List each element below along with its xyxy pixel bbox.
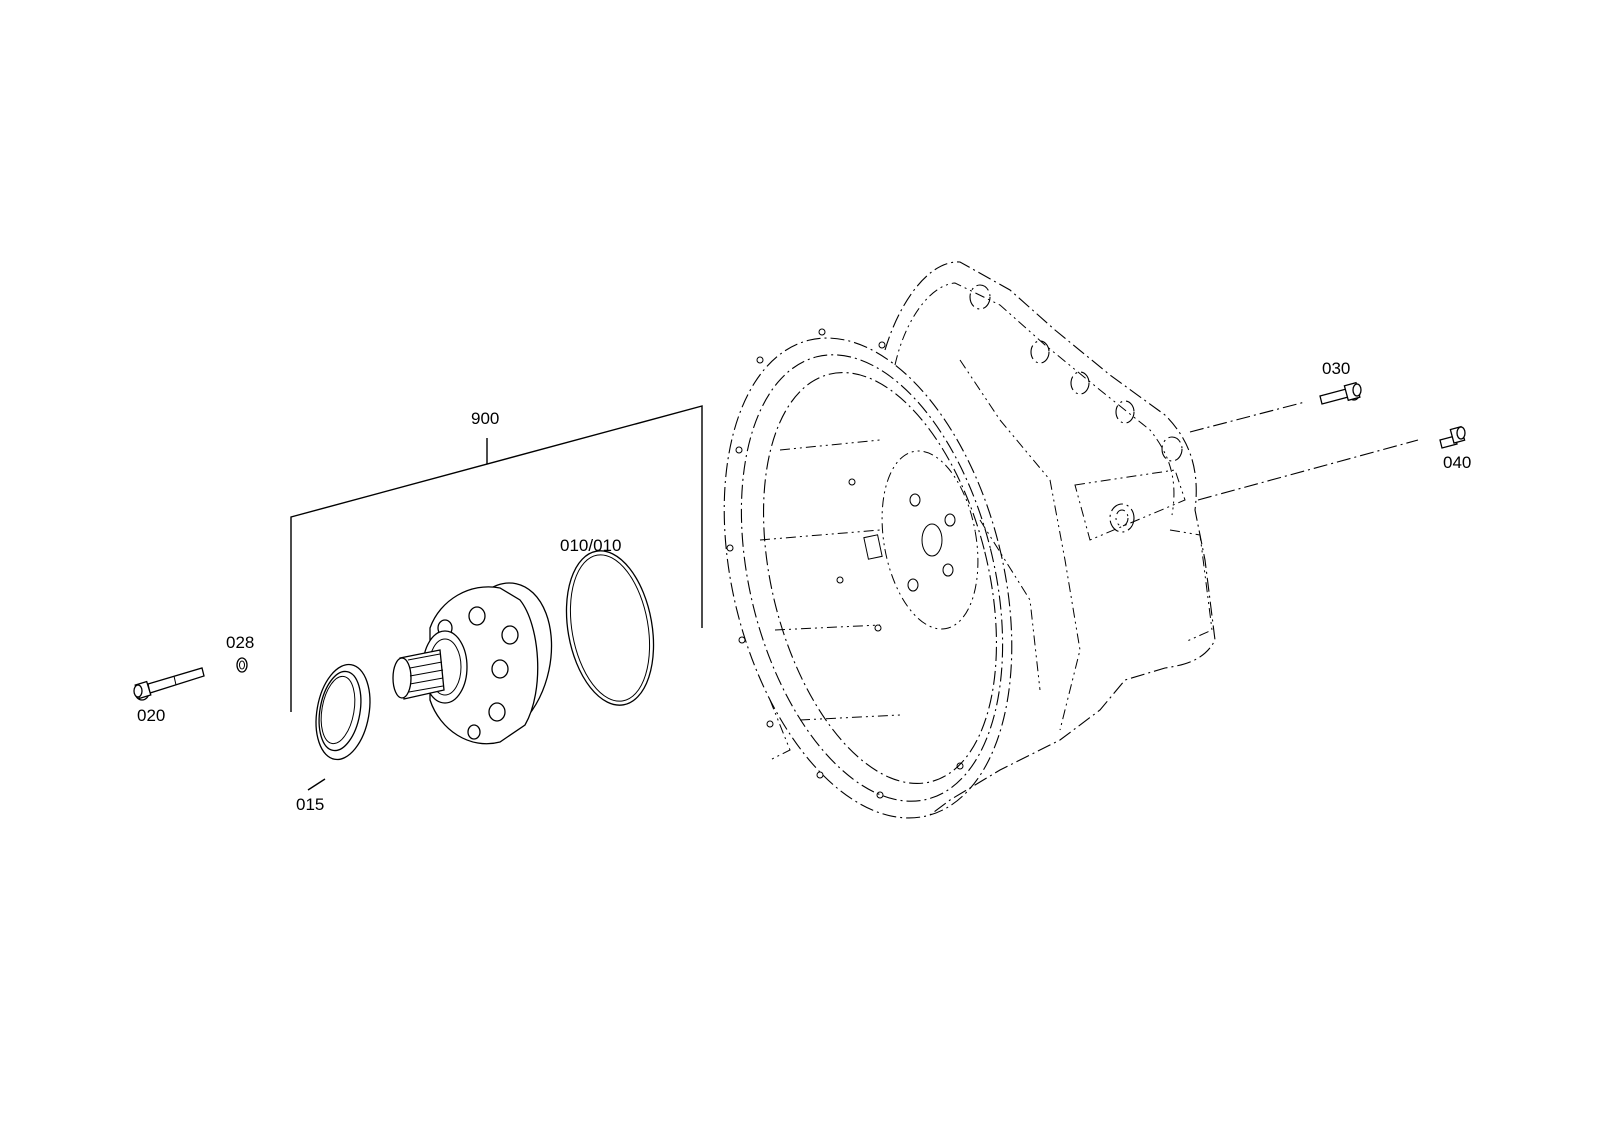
callout-040: 040 [1443,453,1471,472]
callout-015: 015 [296,795,324,814]
callout-020: 020 [137,706,165,725]
alignment-lines [1189,401,1419,501]
leader-015 [307,778,326,791]
part-030-screw[interactable] [1319,381,1362,405]
callout-028: 028 [226,633,254,652]
part-015-seal-ring[interactable] [309,660,377,764]
callout-900: 900 [471,409,499,428]
callout-010-010: 010/010 [560,536,621,555]
part-010-o-ring[interactable] [555,544,665,712]
pump-assembly-body[interactable] [392,573,565,746]
part-020-screw[interactable] [133,667,205,701]
part-040-screw[interactable] [1439,425,1466,449]
transmission-housing [723,261,1216,819]
part-028-washer[interactable] [236,657,248,673]
assembly-900-bracket [290,405,703,712]
callout-030: 030 [1322,359,1350,378]
